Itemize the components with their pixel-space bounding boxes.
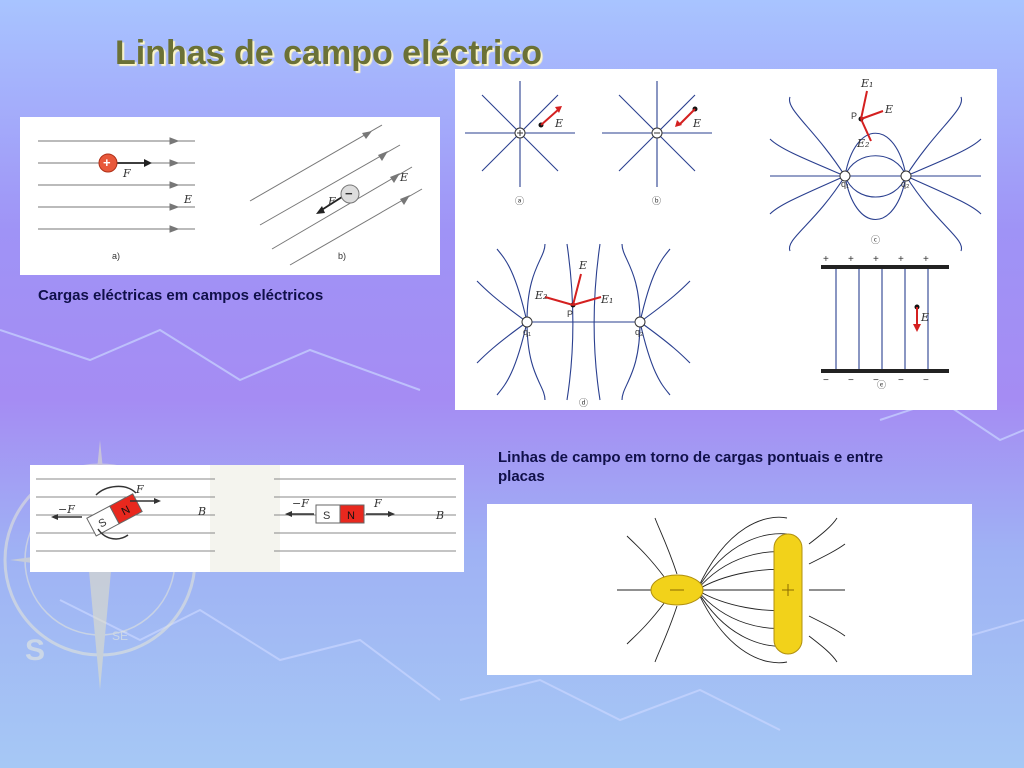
plate-bottom-sign-3: − xyxy=(873,375,879,386)
plate-bottom-sign-1: − xyxy=(823,375,829,386)
sublabel-point-e: ⓔ xyxy=(877,380,886,390)
plate-bottom-sign-2: − xyxy=(848,375,854,386)
magnet-figure: S N F −F B S N F −F B xyxy=(30,465,464,572)
positive-charge xyxy=(98,153,118,173)
sublabel-point-b: ⓑ xyxy=(652,196,661,206)
field-label-b: E xyxy=(399,171,408,184)
point-charge-caption: Linhas de campo em torno de cargas pontu… xyxy=(498,449,884,485)
vector-e-d: E xyxy=(578,259,587,272)
sublabel-point-d: ⓓ xyxy=(579,398,588,408)
vector-e1-c: E₁ xyxy=(860,77,873,90)
b-field-label-left: B xyxy=(197,505,206,518)
pole-n-right: N xyxy=(347,510,355,522)
sublabel-point-a: ⓐ xyxy=(515,196,524,206)
force-label-a: F xyxy=(122,167,131,180)
force-label-right: F xyxy=(373,497,382,510)
charge-q2-d: q₂ xyxy=(635,327,644,337)
plate-bottom-sign-4: − xyxy=(898,375,904,386)
plate-top-sign-4: + xyxy=(898,254,904,265)
vector-e-a: E xyxy=(554,117,563,130)
point-charge-figure: E ⓐ E ⓑ xyxy=(455,69,997,410)
uniform-field-caption: Cargas eléctricas em campos eléctricos xyxy=(38,287,324,304)
vector-e2-d: E₂ xyxy=(534,289,547,302)
vector-e-c: E xyxy=(884,103,893,116)
negative-charge-sign: − xyxy=(345,186,353,201)
pole-s-right: S xyxy=(323,510,330,522)
vector-e1-d: E₁ xyxy=(600,293,613,306)
neg-force-label-right: −F xyxy=(292,497,309,510)
sublabel-point-c: ⓒ xyxy=(871,235,880,245)
vector-e2-c: E₂ xyxy=(856,137,869,150)
charge-q1-d: q₁ xyxy=(523,327,531,337)
vector-e-b: E xyxy=(692,117,701,130)
point-p-d: P xyxy=(567,309,573,319)
positive-charge-sign: + xyxy=(103,155,111,170)
b-field-label-right: B xyxy=(435,509,444,522)
sublabel-a: a) xyxy=(112,251,120,261)
sublabel-b: b) xyxy=(338,251,346,261)
plate-bottom-sign-5: − xyxy=(923,375,929,386)
charge-q2-c: q₂ xyxy=(901,179,910,189)
svg-text:S: S xyxy=(25,634,45,667)
conductor-field-figure xyxy=(487,504,972,675)
plate-top-sign-3: + xyxy=(873,254,879,265)
plate-top-sign-2: + xyxy=(848,254,854,265)
negative-charge xyxy=(340,184,360,204)
plate-top-sign-1: + xyxy=(823,254,829,265)
plate-top-sign-5: + xyxy=(923,254,929,265)
vector-e-e: E xyxy=(920,311,929,324)
uniform-field-figure: + F E a) − F E b) xyxy=(20,117,440,275)
force-label-left: F xyxy=(135,483,144,496)
svg-text:SE: SE xyxy=(112,629,128,643)
neg-force-label-left: −F xyxy=(58,503,75,516)
page-title: Linhas de campo eléctrico xyxy=(115,34,543,72)
point-p-c: P xyxy=(851,111,857,121)
field-label-a: E xyxy=(183,193,192,206)
charge-q1-c: q₁ xyxy=(841,179,849,189)
force-label-b: F xyxy=(327,195,336,208)
